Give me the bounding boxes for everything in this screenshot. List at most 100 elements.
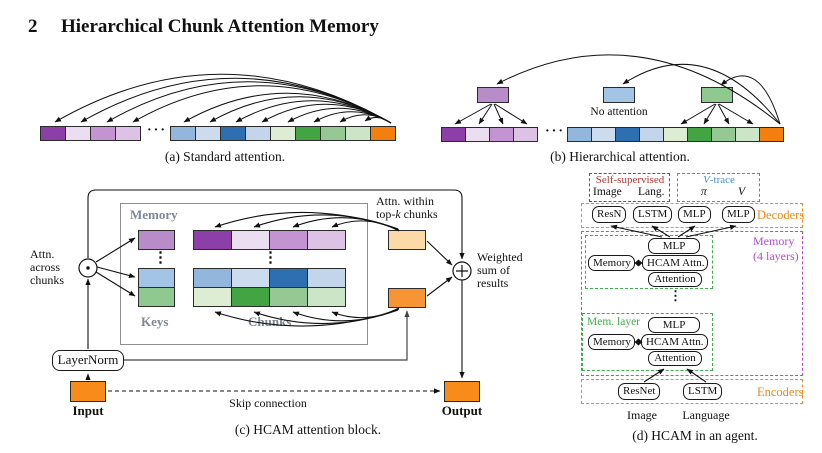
output-label: Output (441, 403, 483, 418)
panel-a-bgo-strip (170, 126, 396, 141)
chunk-cell (307, 230, 346, 250)
output-box (444, 381, 480, 402)
summary-box-purple (477, 87, 509, 103)
topk-chunk-box-1 (388, 230, 426, 250)
encoder-lstm-box: LSTM (683, 383, 723, 400)
panel-b-bgo-strip (567, 127, 784, 142)
layernorm-box: LayerNorm (52, 350, 124, 371)
chunk-cell (231, 268, 270, 288)
sequence-cell (591, 127, 616, 142)
sequence-cell (65, 126, 91, 141)
chunk-cell (193, 268, 232, 288)
sequence-cell (295, 126, 321, 141)
panel-b-ellipsis: ··· (545, 124, 566, 139)
key-purple (138, 230, 175, 250)
chunk-cell (269, 287, 308, 307)
chunk-cell (231, 287, 270, 307)
layer2-memory-box: Memory (588, 334, 635, 350)
keys-vdots: ⋮ (153, 250, 168, 266)
input-label: Input (72, 403, 104, 418)
memory-layers-label: Memory (4 layers) (753, 234, 799, 263)
decoder-lstm-box: LSTM (633, 206, 673, 223)
summary-box-blue (603, 87, 635, 103)
sequence-cell (513, 127, 538, 142)
chunk-cell (269, 268, 308, 288)
chunk-cell (307, 268, 346, 288)
section-title-text: Hierarchical Chunk Attention Memory (61, 16, 379, 37)
attn-within-label: Attn. within top-k chunks (376, 194, 438, 221)
decoder-resn-box: ResN (592, 206, 627, 223)
sequence-cell-query (759, 127, 784, 142)
language-input-label: Language (682, 408, 730, 422)
memory-label: Memory (130, 207, 178, 222)
sequence-cell (40, 126, 66, 141)
sequence-cell (735, 127, 760, 142)
summary-box-green (701, 87, 733, 103)
sequence-cell (195, 126, 221, 141)
vtrace-box (677, 173, 760, 202)
weighted-sum-label: Weighted sum of results (477, 250, 523, 290)
layers-vdots: ⋮ (669, 288, 682, 303)
skip-connection-label: Skip connection (229, 396, 307, 410)
sequence-cell (345, 126, 371, 141)
keys-label: Keys (141, 314, 169, 329)
image-input-label: Image (627, 408, 657, 422)
sequence-cell (441, 127, 466, 142)
sequence-cell (115, 126, 141, 141)
plus-sum-icon (452, 261, 472, 281)
sequence-cell (639, 127, 664, 142)
self-supervised-label: Self-supervised (595, 174, 665, 186)
panel-c-caption: (c) HCAM attention block. (234, 422, 382, 437)
layer2-hcam-box: HCAM Attn. (641, 334, 708, 350)
layer1-memory-box: Memory (588, 255, 635, 271)
decoder-mlp1-box: MLP (678, 206, 711, 223)
layer1-mlp-box: MLP (648, 238, 700, 254)
panel-b-caption: (b) Hierarchical attention. (550, 149, 690, 164)
layer2-attention-box: Attention (648, 351, 702, 366)
mem-layer-label: Mem. layer (587, 316, 641, 328)
panel-a-caption: (a) Standard attention. (164, 149, 286, 164)
chunk-row-blue (193, 268, 346, 288)
encoder-resnet-box: ResNet (618, 383, 661, 400)
attn-across-label: Attn. across chunks (30, 247, 64, 287)
panel-a-purple-strip (40, 126, 141, 141)
section-number: 2 (28, 16, 38, 37)
sequence-cell (615, 127, 640, 142)
sequence-cell (567, 127, 592, 142)
sequence-cell (687, 127, 712, 142)
panel-b-purple-strip (441, 127, 538, 142)
section-title: 2 Hierarchical Chunk Attention Memory (28, 16, 379, 38)
panel-a-ellipsis: ··· (147, 123, 168, 138)
no-attention-label: No attention (590, 106, 648, 118)
dot-product-icon (78, 258, 98, 278)
chunk-cell (193, 287, 232, 307)
chunks-vdots: ⋮ (263, 250, 278, 266)
chunk-cell (307, 287, 346, 307)
sequence-cell (663, 127, 688, 142)
pi-label: π (701, 186, 707, 198)
key-green (138, 287, 175, 307)
ss-image-label: Image (593, 186, 622, 198)
chunk-cell (231, 230, 270, 250)
sequence-cell (320, 126, 346, 141)
layer1-attention-box: Attention (648, 272, 702, 287)
sequence-cell (170, 126, 196, 141)
ss-lang-label: Lang. (638, 186, 665, 198)
v-label: V (738, 186, 746, 198)
sequence-cell (465, 127, 490, 142)
vtrace-label: V-trace (703, 174, 735, 186)
chunk-cell (193, 230, 232, 250)
decoder-mlp2-box: MLP (722, 206, 755, 223)
input-box (70, 381, 106, 402)
key-blue (138, 268, 175, 288)
chunks-label: Chunks (248, 314, 292, 329)
encoders-label: Encoders (757, 385, 804, 399)
topk-chunk-box-2 (388, 288, 426, 308)
sequence-cell (90, 126, 116, 141)
sequence-cell (245, 126, 271, 141)
sequence-cell (270, 126, 296, 141)
decoders-label: Decoders (757, 208, 805, 222)
sequence-cell (711, 127, 736, 142)
self-supervised-box (589, 173, 670, 202)
